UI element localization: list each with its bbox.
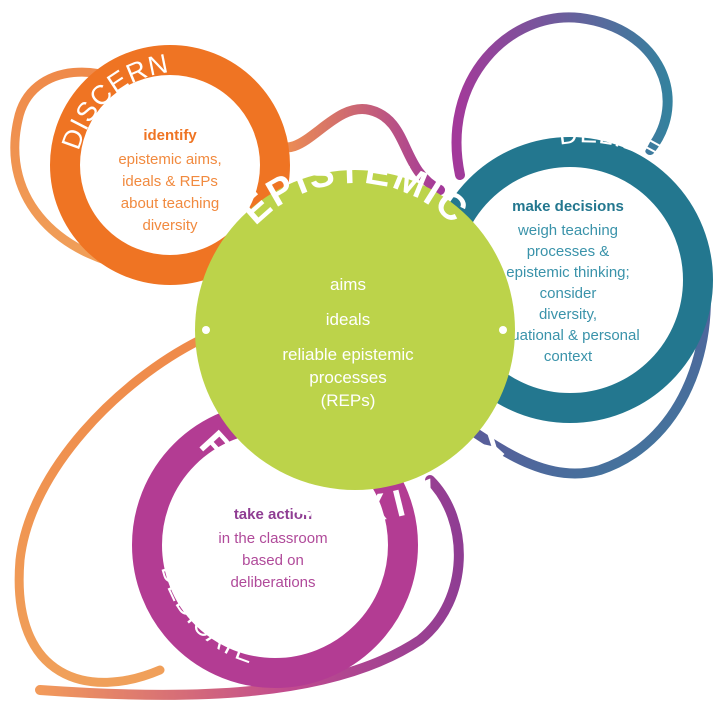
deliberate-text-line-6: situational & personal xyxy=(496,327,639,344)
ribbon-bottom-loop xyxy=(35,475,464,700)
deliberate-text-line-3: epistemic thinking; xyxy=(506,264,629,281)
deliberate-title: make decisions xyxy=(512,198,624,215)
deliberate-text-line-2: processes & xyxy=(527,243,610,260)
discern-text-line-2: ideals & REPs xyxy=(122,173,218,190)
deliberate-description: weigh teaching processes & epistemic think… xyxy=(496,222,639,365)
center-disc xyxy=(195,170,515,490)
dedicate-description: in the classroom based on deliberations xyxy=(218,530,327,591)
center-dot-left xyxy=(202,326,210,334)
discern-description: epistemic aims, ideals & REPs about teachi… xyxy=(118,151,221,234)
ribbon-left-lower-loop xyxy=(14,335,205,687)
dedicate-text-line-1: in the classroom xyxy=(218,530,327,547)
discern-text-line-1: epistemic aims, xyxy=(118,151,221,168)
ribbon-top-connector xyxy=(265,104,445,195)
center-text-line-4: processes xyxy=(309,368,386,387)
dedicate-title: take action xyxy=(234,506,312,523)
deliberate-text-line-5: diversity, xyxy=(539,306,597,323)
discern-text-line-4: diversity xyxy=(142,217,198,234)
center-text-line-1: aims xyxy=(330,275,366,294)
dedicate-text-line-2: based on xyxy=(242,552,304,569)
dedicate-text-line-3: deliberations xyxy=(230,574,315,591)
discern-node: DISCERN identify epistemic aims,ideals &… xyxy=(50,45,290,285)
deliberate-text-line-7: context xyxy=(544,348,593,365)
deliberate-text-line-4: consider xyxy=(540,285,597,302)
center-dot-right xyxy=(499,326,507,334)
center-node: EPISTEMIC REFLEXIVITY aimsidealsreliable… xyxy=(191,150,517,531)
center-text-line-3: reliable epistemic xyxy=(282,345,414,364)
center-description: aims ideals reliable epistemic processes (RE… xyxy=(282,275,414,410)
center-text-line-5: (REPs) xyxy=(321,391,376,410)
discern-title: identify xyxy=(143,127,197,144)
discern-ring xyxy=(50,45,290,285)
ribbon-top-right-loop xyxy=(451,12,673,180)
discern-text-line-3: about teaching xyxy=(121,195,219,212)
center-text-line-2: ideals xyxy=(326,310,370,329)
deliberate-text-line-1: weigh teaching xyxy=(517,222,618,239)
